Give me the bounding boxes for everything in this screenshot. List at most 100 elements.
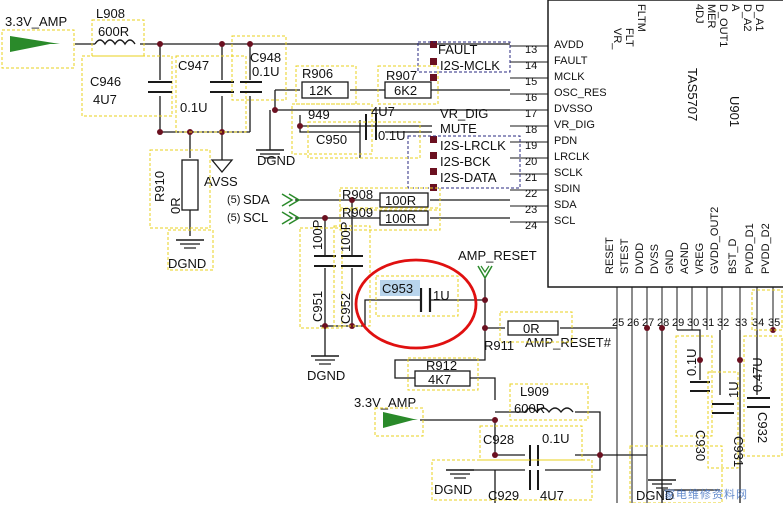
pin-num: 18 [525,124,537,136]
component-value: 600R [98,24,129,39]
ic-pin-24[interactable]: 24 SCL [510,215,575,232]
ic-pin-20[interactable]: 20 LRCLK [510,151,590,168]
net-label-amp-reset[interactable]: AMP_RESET [458,248,537,280]
ic-top-label-4: 4DJ [693,4,705,24]
pin-num: 35 [768,317,780,329]
ic-pin-33[interactable]: 33 BST_D [727,238,747,330]
pin-num: 15 [525,76,537,88]
pin-num: 20 [525,156,537,168]
ground-symbol-2: DGND [167,229,214,271]
ref-designator: R909 [342,205,373,220]
ic-pin-26[interactable]: 26 STEST [619,238,639,503]
pin-name: DVSSO [554,103,593,115]
ref-designator: C928 [483,432,514,447]
resistor-r912[interactable]: R912 4K7 [407,357,479,391]
ref-designator: C951 [310,291,325,322]
component-value: 12K [309,83,332,98]
ref-designator: R911 [484,338,514,353]
ic-pin-19[interactable]: 19 PDN [510,135,577,152]
inductor-l908[interactable]: L908 600R [91,6,145,57]
ic-pin-21[interactable]: 21 SCLK [510,167,583,184]
net-label-3v3-amp-bottom[interactable]: 3.3V_AMP [354,395,424,437]
resistor-r910[interactable]: R910 0R [149,149,211,229]
net-label-i2s-lrclk: I2S-LRCLK [440,138,506,153]
ic-pin-14[interactable]: 14 FAULT [510,55,588,72]
resistor-r908[interactable]: R908 100R [339,187,441,211]
ic-u901[interactable]: VR_ FLT FLTM 4DJ MER D_OUT1 A D_A2 D_A1 … [547,0,783,288]
ref-designator: C953 [382,281,413,296]
watermark: 家电维修资料网 [664,487,748,501]
ic-pin-25[interactable]: 25 RESET [604,237,624,503]
ic-pin-35[interactable]: 35 PVDD_D2 [760,223,780,330]
pin-name: SDIN [554,183,580,195]
capacitor-c930[interactable]: 0.1U C930 [675,335,713,461]
net-label-text: AMP_RESET [458,248,537,263]
pin-num: 30 [687,317,699,329]
resistor-r911[interactable]: R911 0R [484,311,573,353]
ic-pin-13[interactable]: 13 AVDD [510,39,584,56]
ic-bottom-pins: 25 RESET 26 STEST 27 DVDD 28 DVSS 29 GND… [604,207,780,503]
component-value: 6K2 [394,83,417,98]
ic-pin-16[interactable]: 16 OSC_RES [510,87,607,104]
sheet-ref: (5) [227,212,240,224]
pin-name: DVSS [649,244,661,274]
pin-num: 22 [525,188,537,200]
component-value: 4K7 [428,372,451,387]
ic-pin-17[interactable]: 17 DVSSO [510,103,593,120]
dgnd-label: DGND [168,256,206,271]
capacitor-c949[interactable]: 949 4U7 [291,103,395,155]
ref-designator: R906 [302,66,333,81]
net-label-3v3-amp-top[interactable]: 3.3V_AMP [1,14,75,69]
ref-designator: R908 [342,187,373,202]
capacitor-c928[interactable]: C928 0.1U [479,425,583,466]
pin-num: 14 [525,60,537,72]
resistor-r909[interactable]: R909 100R [339,205,441,231]
resistor-r906[interactable]: R906 12K [295,65,357,105]
ic-pin-27[interactable]: 27 DVDD [634,243,654,503]
capacitor-c946[interactable]: C946 4U7 [81,55,173,117]
component-value: 0.1U [684,349,699,376]
net-label-i2s-box[interactable]: I2S-LRCLK I2S-BCK I2S-DATA [407,135,521,189]
inductor-l909[interactable]: L909 600R [509,383,589,421]
ic-pin-29[interactable]: 29 GND [664,250,684,331]
ic-pin-32[interactable]: 32 GVDD_OUT2 [709,207,729,330]
ic-pin-31[interactable]: 31 VREG [694,243,714,330]
ic-pin-22[interactable]: 22 SDIN [510,183,580,200]
ic-pin-28[interactable]: 28 DVSS [649,244,669,503]
capacitor-c931[interactable]: 1U C931 [707,371,746,469]
net-label-scl[interactable]: (5) SCL [227,210,301,225]
resistor-r907[interactable]: R907 6K2 [377,65,439,105]
net-label-sda[interactable]: (5) SDA [227,192,301,207]
capacitor-c929[interactable]: C929 4U7 [431,459,593,503]
pin-num: 29 [672,317,684,329]
capacitor-c951[interactable]: C951 100P [299,220,343,329]
capacitor-c932[interactable]: 0.47U C932 [743,335,783,457]
pin-num: 34 [752,317,764,329]
ref-designator: C946 [90,74,121,89]
net-label-text: 3.3V_AMP [354,395,416,410]
pin-num: 32 [717,317,729,329]
capacitor-c953[interactable]: C953 1U [375,275,459,317]
avss-symbol: AVSS [204,159,238,189]
pin-name: PVDD_D1 [744,223,756,274]
ic-pin-34[interactable]: 34 PVDD_D1 [744,223,764,330]
pin-name: MCLK [554,71,585,83]
ic-pin-30[interactable]: 30 AGND [679,242,699,330]
ref-designator: C931 [731,436,746,467]
ic-pin-18[interactable]: 18 VR_DIG [510,119,595,136]
net-label-fault-box[interactable]: FAULT I2S-MCLK [417,41,511,73]
capacitor-c952[interactable]: C952 100P [333,222,371,327]
pin-name: PVDD_D2 [760,223,772,274]
component-value: 4U7 [371,104,395,119]
capacitor-c948[interactable]: C948 0.1U [231,35,287,101]
pin-name: FAULT [554,55,588,67]
capacitor-c950[interactable]: C950 0.1U [307,121,421,159]
ic-pin-23[interactable]: 23 SDA [510,199,577,216]
pin-name: GVDD_OUT2 [709,207,721,274]
ic-reference: U901 [727,96,742,127]
ref-designator: L909 [520,384,549,399]
ic-pin-15[interactable]: 15 MCLK [510,71,585,88]
capacitor-c947[interactable]: C947 0.1U [175,55,247,133]
component-value: 0.1U [542,431,569,446]
